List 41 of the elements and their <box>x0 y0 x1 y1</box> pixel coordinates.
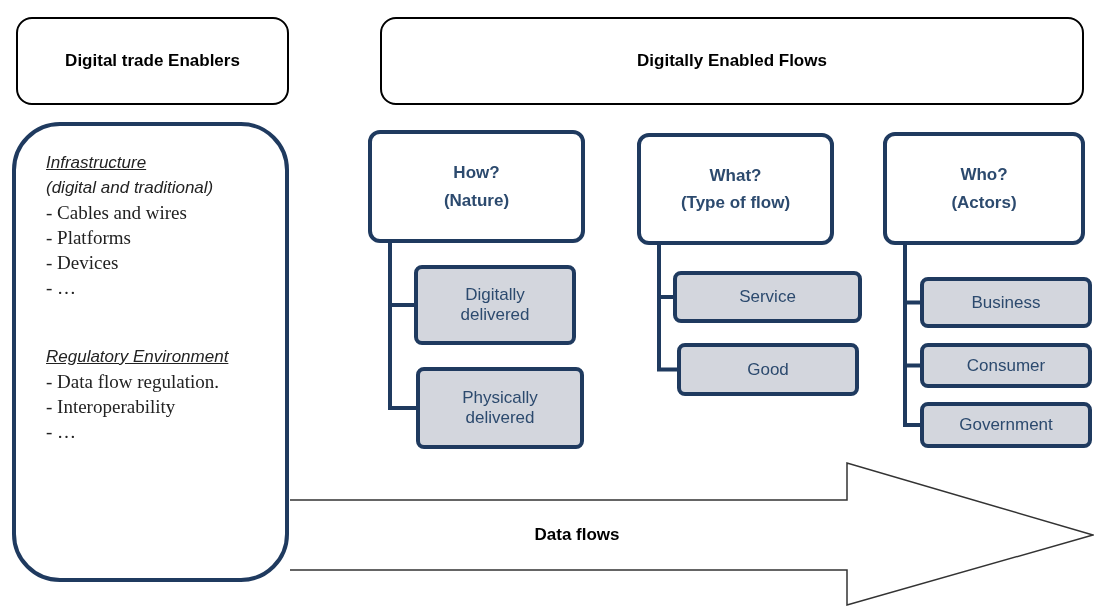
item-box <box>416 367 584 449</box>
item-text: Digitally delivered <box>459 285 531 325</box>
item-text: Business <box>971 292 1041 313</box>
category-text: (Nature) <box>443 189 510 211</box>
item-text: Government <box>959 415 1053 435</box>
item-text: Physically delivered <box>461 388 539 428</box>
list-text: - Devices <box>46 251 120 275</box>
category-box <box>637 133 834 245</box>
item-box <box>673 271 862 323</box>
list-text: - Platforms <box>46 226 132 250</box>
category-box <box>883 132 1085 245</box>
enabler-panel <box>12 122 289 582</box>
list-text: - Data flow regulation. <box>46 370 221 394</box>
list-text: - … <box>46 420 78 444</box>
category-text: How? <box>453 162 500 184</box>
category-text: Who? <box>960 164 1008 186</box>
connector-line <box>903 245 920 427</box>
item-box <box>677 343 859 396</box>
item-box <box>920 343 1092 388</box>
connector-line <box>388 243 416 410</box>
title-box <box>380 17 1084 105</box>
item-box <box>920 277 1092 328</box>
title-text: Digital trade Enablers <box>65 50 240 73</box>
item-text: Service <box>739 287 796 307</box>
category-text: (Type of flow) <box>680 192 791 214</box>
list-text: - Cables and wires <box>46 201 188 225</box>
item-box <box>920 402 1092 448</box>
category-box <box>368 130 585 243</box>
category-text: (Actors) <box>951 191 1017 213</box>
list-text: Infrastructure <box>46 152 148 174</box>
list-text: - … <box>46 276 78 300</box>
category-text: What? <box>709 164 762 186</box>
arrow-label: Data flows <box>534 524 620 547</box>
item-text: Good <box>747 359 789 380</box>
item-box <box>414 265 576 345</box>
list-text: Regulatory Environment <box>46 346 230 368</box>
item-text: Consumer <box>966 355 1046 376</box>
list-text: (digital and traditional) <box>46 177 215 199</box>
title-text: Digitally Enabled Flows <box>637 50 827 73</box>
title-box <box>16 17 289 105</box>
list-text: - Interoperability <box>46 395 177 419</box>
